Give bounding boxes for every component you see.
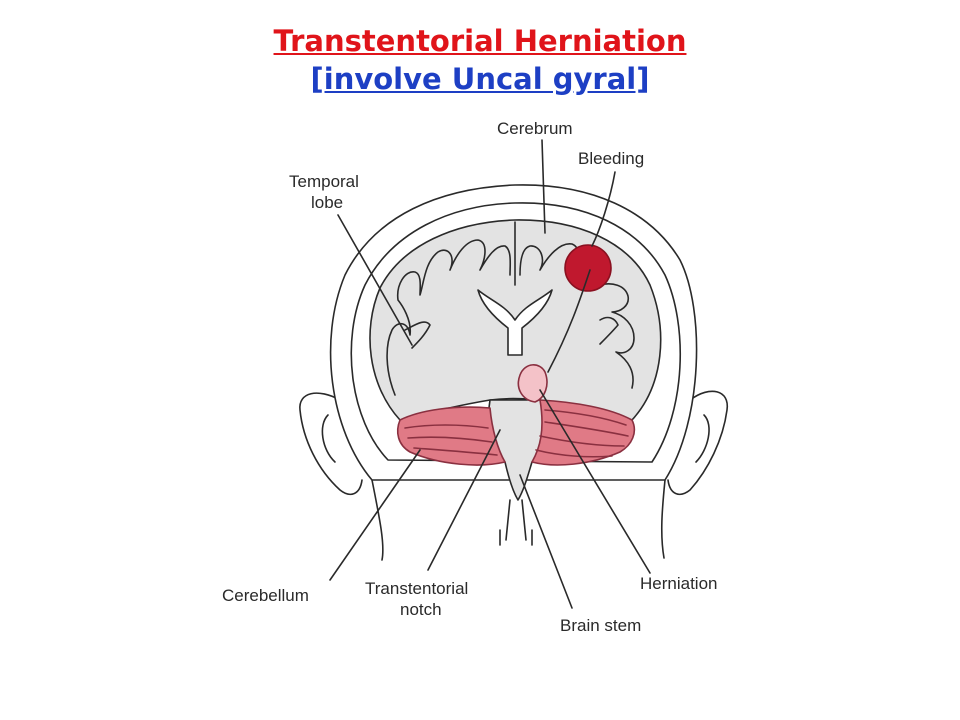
herniated-uncus bbox=[517, 364, 548, 403]
neck-outline bbox=[371, 479, 384, 561]
left-ventricle-horn bbox=[404, 321, 431, 349]
slide-title: Transtentorial Herniation bbox=[273, 24, 687, 58]
label-cerebellum: Cerebellum bbox=[222, 586, 309, 605]
label-notch-1: Transtentorial bbox=[365, 579, 468, 598]
leader-notch bbox=[427, 429, 501, 571]
label-bleeding: Bleeding bbox=[578, 149, 644, 168]
leader-herniation-1 bbox=[547, 269, 591, 373]
label-brain-stem: Brain stem bbox=[560, 616, 641, 635]
title-block: Transtentorial Herniation [involve Uncal… bbox=[0, 22, 960, 98]
leader-cerebrum bbox=[541, 139, 546, 234]
cerebellum-left bbox=[396, 406, 506, 466]
leader-cerebellum bbox=[329, 449, 421, 581]
leader-bleeding bbox=[591, 171, 616, 247]
lateral-ventricles bbox=[477, 289, 553, 356]
label-temporal-lobe-2: lobe bbox=[311, 193, 343, 212]
slide-subtitle: [involve Uncal gyral] bbox=[310, 62, 650, 96]
label-cerebrum: Cerebrum bbox=[497, 119, 573, 138]
label-temporal-lobe-1: Temporal bbox=[289, 172, 359, 191]
cerebellum-right bbox=[531, 399, 636, 466]
leader-herniation bbox=[539, 389, 651, 574]
bleeding-hematoma bbox=[564, 244, 612, 292]
leader-temporal-lobe bbox=[337, 214, 413, 346]
leader-brain-stem bbox=[519, 474, 573, 609]
label-herniation: Herniation bbox=[640, 574, 718, 593]
left-ear bbox=[299, 392, 363, 496]
right-ventricle-horn bbox=[599, 316, 619, 345]
label-notch-2: notch bbox=[400, 600, 442, 619]
right-ear bbox=[667, 390, 728, 496]
neck-outline-right bbox=[660, 479, 666, 559]
